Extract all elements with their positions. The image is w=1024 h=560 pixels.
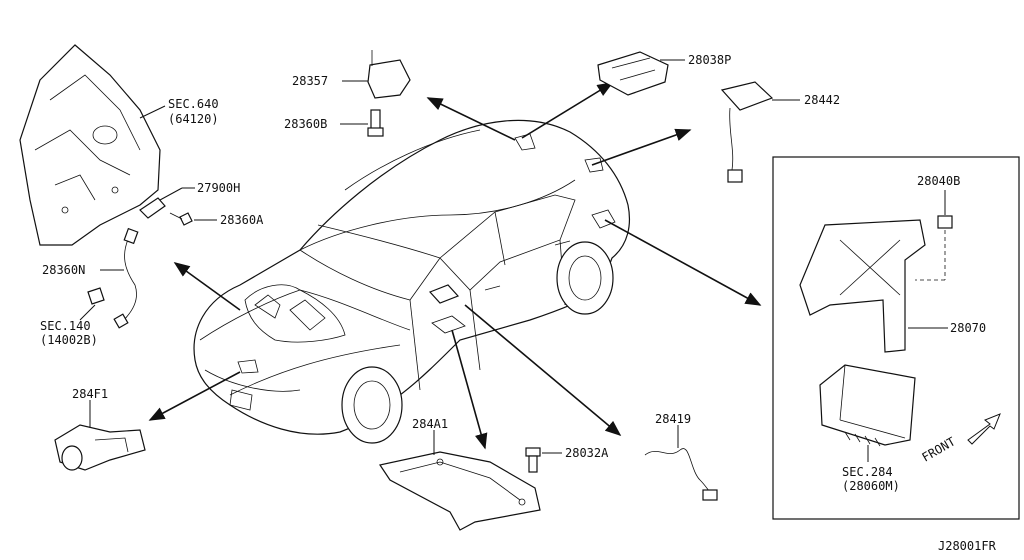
part-28360B-bolt: [367, 109, 384, 137]
part-27900H-bracket: [139, 197, 166, 219]
label-284A1: 284A1: [412, 417, 448, 431]
part-28419-harness: [644, 448, 718, 501]
label-28419: 28419: [655, 412, 691, 426]
part-284A1-plate: [379, 451, 541, 531]
label-27900H: 27900H: [197, 181, 240, 195]
part-28038P-bracket: [597, 51, 669, 96]
part-28357-bracket: [367, 50, 411, 99]
vehicle-illustration: [193, 119, 631, 444]
label-front: FRONT: [920, 434, 958, 464]
label-sec140: SEC.140: [40, 319, 91, 333]
label-sec640-sub: (64120): [168, 112, 219, 126]
part-284F1-bracket: [54, 424, 146, 471]
label-28038P: 28038P: [688, 53, 731, 67]
label-28070: 28070: [950, 321, 986, 335]
part-28070-bracket: [799, 219, 926, 353]
module-detail-box: [772, 156, 1020, 520]
front-arrow-icon: [967, 413, 1001, 445]
part-28040B-nut: [937, 215, 953, 229]
sec640-panel-part: [19, 44, 161, 246]
part-28360A-bolt: [169, 212, 193, 226]
part-28360N-harness: [113, 227, 139, 329]
sec284-control-unit: [819, 364, 916, 447]
label-284F1: 284F1: [72, 387, 108, 401]
label-28360B: 28360B: [284, 117, 327, 131]
label-28442: 28442: [804, 93, 840, 107]
part-28442-sensor: [720, 81, 774, 183]
sec140-part: [87, 287, 105, 305]
label-28040B: 28040B: [917, 174, 960, 188]
label-28360A: 28360A: [220, 213, 264, 227]
label-28360N: 28360N: [42, 263, 85, 277]
part-28032A-bolt: [525, 447, 541, 473]
label-sec284-sub: (28060M): [842, 479, 900, 493]
label-28032A: 28032A: [565, 446, 609, 460]
diagram-code: J28001FR: [938, 539, 997, 553]
label-sec640: SEC.640: [168, 97, 219, 111]
label-sec140-sub: (14002B): [40, 333, 98, 347]
label-28357: 28357: [292, 74, 328, 88]
pointer-arrows: [148, 82, 762, 450]
label-sec284: SEC.284: [842, 465, 893, 479]
